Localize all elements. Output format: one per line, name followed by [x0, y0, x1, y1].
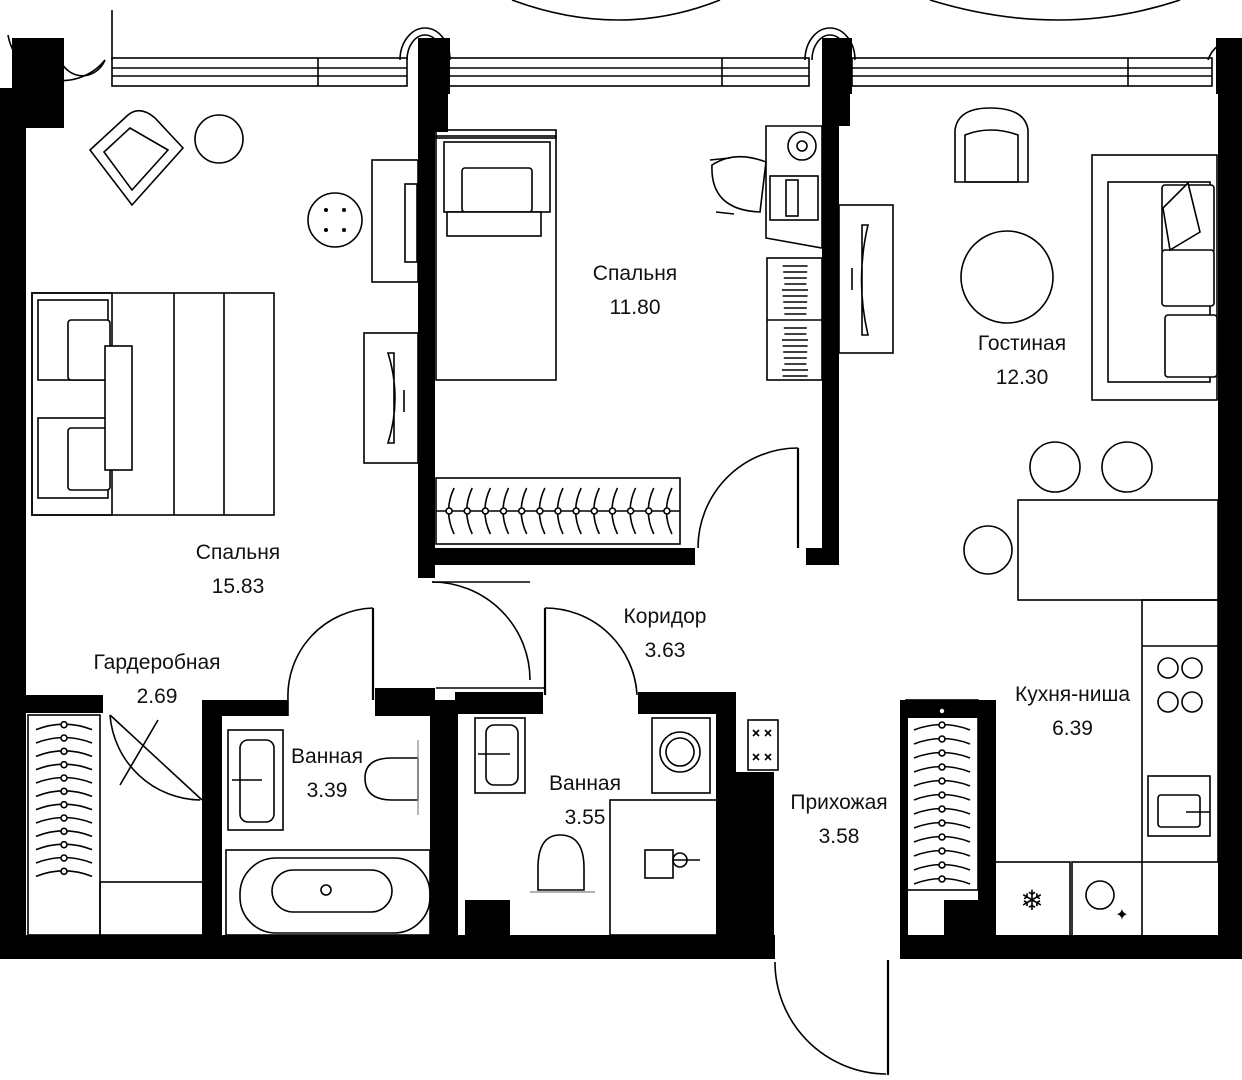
hanger-hook — [60, 787, 68, 796]
hanger-hook — [938, 819, 946, 827]
bathroom2-sink — [474, 717, 526, 794]
bathtub — [225, 849, 431, 936]
hanger-hook — [572, 507, 580, 515]
bed-double — [31, 292, 275, 516]
wardrobe-leader-line — [119, 719, 159, 786]
shower — [609, 799, 719, 936]
hanger-hook — [60, 720, 68, 729]
desk-bedroom2 — [765, 125, 823, 249]
washing-machine — [651, 717, 711, 794]
hanger-hook — [481, 507, 490, 515]
snowflake-icon: ❄ — [1020, 884, 1043, 917]
windows — [111, 57, 1213, 87]
hanger-hook — [938, 875, 946, 883]
room-label-bathroom-1: Ванная 3.39 — [291, 745, 363, 802]
walls — [0, 38, 1242, 959]
cooktop — [1157, 657, 1203, 713]
hanger-hook — [463, 507, 472, 515]
hanger-hook — [536, 507, 544, 515]
bookshelf-books — [782, 265, 808, 377]
bar-stools — [963, 441, 1153, 575]
kitchen-counter — [1141, 599, 1219, 863]
hanger-hook — [938, 833, 946, 841]
room-label-hallway: Прихожая 3.58 — [790, 791, 888, 848]
round-coffee-table — [960, 230, 1054, 324]
room-label-corridor: Коридор 3.63 — [623, 605, 707, 662]
bathroom2-toilet — [530, 834, 595, 893]
electrical-panel-marks — [752, 729, 772, 761]
hanger-hook — [60, 734, 68, 742]
hallway-wardrobe-hangers — [913, 707, 971, 885]
round-ottoman — [307, 192, 363, 248]
sofa — [1091, 154, 1218, 401]
kitchen-island — [1017, 499, 1219, 601]
window-arches — [7, 0, 1242, 82]
side-table — [194, 114, 244, 164]
hanger-hook — [663, 507, 671, 515]
bathroom1-sink — [227, 729, 284, 831]
hanger-hook — [938, 763, 946, 771]
room-label-living-room: Гостиная 12.30 — [977, 332, 1067, 389]
hanger-hook — [445, 507, 453, 515]
fridge: ❄ — [994, 861, 1071, 937]
room-label-bedroom-small: Спальня 11.80 — [592, 262, 678, 319]
hanger-hook — [608, 507, 617, 515]
hanger-hook — [60, 814, 68, 822]
hanger-hook — [938, 847, 946, 855]
hanger-hook — [60, 774, 68, 782]
hanger-hook — [938, 749, 946, 757]
tv-cabinet-bedroom1 — [363, 332, 419, 464]
hanger-hook — [517, 507, 526, 515]
tv-cabinet-living — [838, 204, 894, 354]
hanger-hook — [60, 854, 68, 862]
room-label-bathroom-2: Ванная 3.55 — [549, 772, 621, 829]
hanger-hook — [60, 867, 68, 876]
hanger-hook — [938, 707, 946, 715]
hanger-hook — [938, 861, 946, 869]
desk-chair — [709, 155, 767, 215]
sparkle-icon: ✦ — [1115, 905, 1128, 924]
bookshelf — [766, 257, 823, 381]
bedroom2-wardrobe-hangers — [445, 487, 673, 535]
hanger-hook — [554, 507, 562, 515]
room-label-wardrobe: Гардеробная 2.69 — [93, 651, 221, 708]
hanger-hook — [60, 800, 68, 809]
kitchen-sink — [1147, 775, 1211, 837]
hanger-hook — [60, 827, 68, 836]
hanger-hook — [644, 507, 653, 515]
closet-hangers — [35, 720, 93, 878]
hanger-hook — [938, 777, 946, 785]
doors — [109, 447, 890, 1075]
bathroom1-toilet — [364, 740, 419, 815]
electrical-panel — [747, 719, 779, 771]
armchair-living — [954, 107, 1029, 183]
desk-bedroom1 — [371, 159, 419, 283]
hanger-hook — [938, 721, 946, 729]
hanger-hook — [60, 760, 68, 769]
hanger-hook — [499, 507, 508, 515]
hanger-hook — [938, 735, 946, 743]
panel-mark — [764, 729, 772, 737]
hanger-hook — [60, 747, 68, 756]
hanger-hook — [938, 791, 946, 799]
room-label-kitchen-niche: Кухня-ниша 6.39 — [1014, 683, 1131, 740]
armchair — [88, 109, 185, 207]
hanger-hook — [60, 840, 68, 849]
hanger-hook — [590, 507, 599, 515]
room-label-bedroom-large: Спальня 15.83 — [195, 541, 281, 598]
hanger-hook — [626, 507, 635, 515]
panel-mark — [764, 753, 772, 761]
wardrobe-closet — [27, 714, 204, 936]
panel-mark — [752, 753, 760, 761]
hanger-hook — [938, 805, 946, 813]
dishwasher: ✦ — [1071, 861, 1143, 937]
panel-mark — [752, 729, 760, 737]
bed-single — [435, 129, 557, 381]
hallway-wardrobe — [905, 699, 979, 891]
